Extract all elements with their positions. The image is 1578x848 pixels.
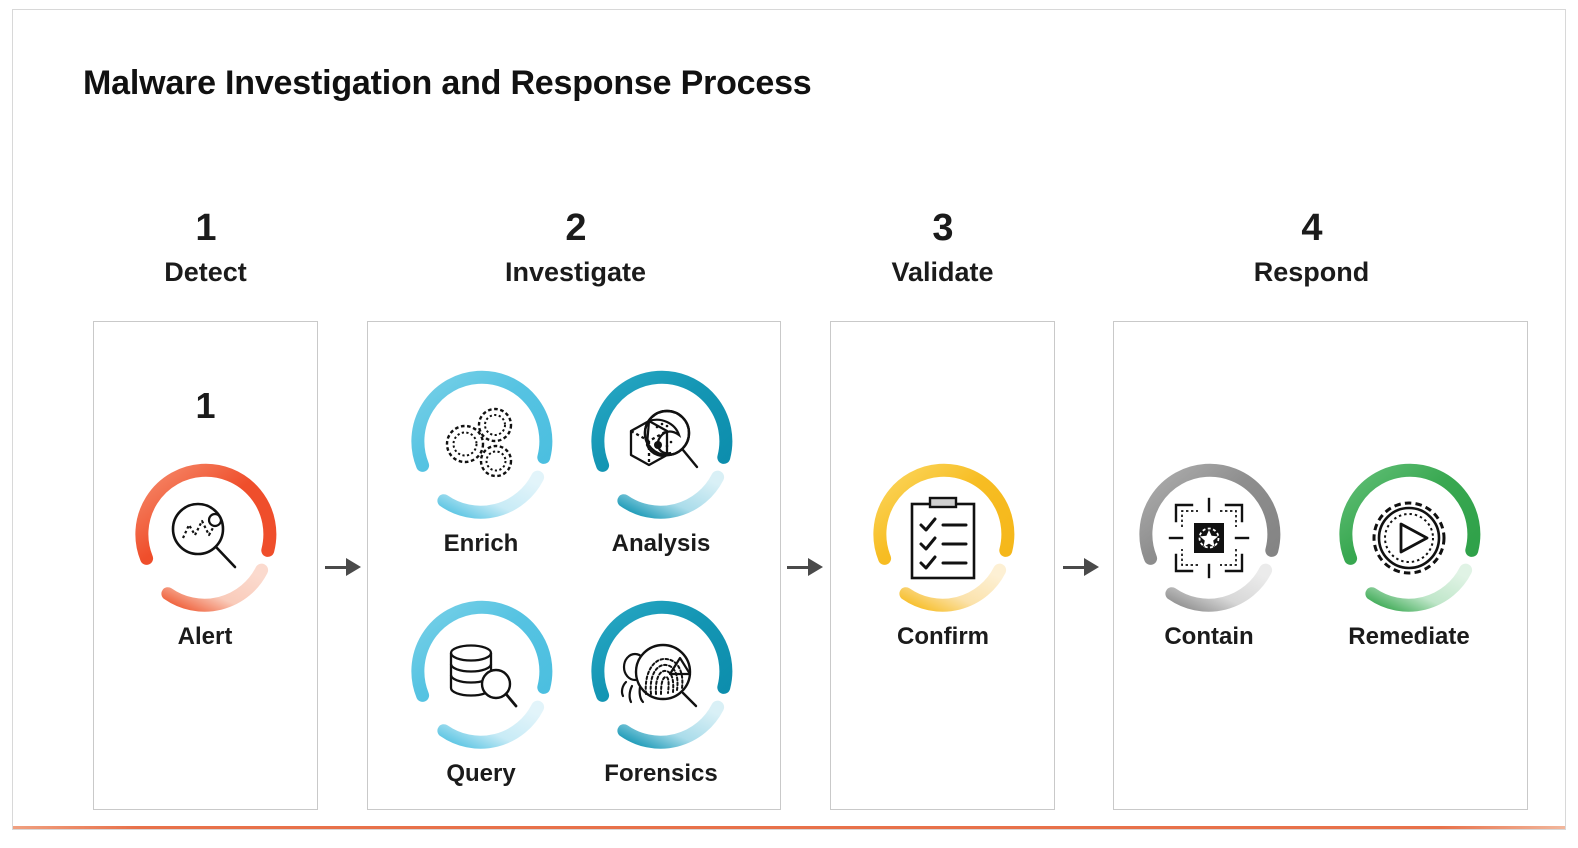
node-remediate[interactable]: Remediate [1329,458,1489,652]
node-label: Confirm [897,623,989,650]
fingerprint-magnifier-icon [581,595,741,755]
bottom-accent-rule [13,826,1565,829]
node-alert[interactable]: Alert [125,458,285,652]
step-name: Investigate [504,257,647,287]
clipboard-checklist-icon [863,458,1023,618]
step-number: 3 [932,207,953,249]
step-number: 2 [565,207,586,249]
remediate-ring [1329,458,1489,618]
arrow-head [346,558,361,576]
database-magnifier-icon [401,595,561,755]
step-number: 1 [195,207,216,249]
step-header-investigate: 2 Investigate [463,205,688,291]
step-number: 4 [1301,207,1322,249]
step-header-detect: 1 Detect [93,205,318,291]
alert-ring [125,458,285,618]
arrow-shaft [325,565,346,569]
arrow-shaft [787,565,808,569]
page-title: Malware Investigation and Response Proce… [83,64,812,102]
node-label: Analysis [611,530,711,557]
node-query[interactable]: Query [401,595,561,789]
forensics-ring [581,595,741,755]
arrow-head [808,558,823,576]
step-name: Respond [1253,257,1370,287]
node-confirm[interactable]: Confirm [863,458,1023,652]
node-label: Alert [177,623,233,650]
node-label: Remediate [1348,623,1470,650]
arrow-head [1084,558,1099,576]
arrow-detect-to-investigate [325,555,361,579]
arrow-validate-to-respond [1063,555,1099,579]
step-name: Validate [891,257,994,287]
node-analysis[interactable]: Analysis [581,365,741,559]
step-name: Detect [164,257,247,287]
step-header-validate: 3 Validate [830,205,1055,291]
node-contain[interactable]: Contain [1129,458,1289,652]
node-label: Forensics [604,760,718,787]
analysis-ring [581,365,741,525]
enrich-ring [401,365,561,525]
cube-magnifier-icon [581,365,741,525]
arrow-investigate-to-validate [787,555,823,579]
contain-ring [1129,458,1289,618]
node-label: Enrich [443,530,519,557]
gears-icon [401,365,561,525]
node-label: Query [446,760,516,787]
step-header-respond: 4 Respond [1199,205,1424,291]
node-enrich[interactable]: Enrich [401,365,561,559]
detect-inner-number: 1 [195,385,216,426]
diagram-frame: Malware Investigation and Response Proce… [12,9,1566,830]
query-ring [401,595,561,755]
panel-detect [93,321,318,810]
crosshair-virus-icon [1129,458,1289,618]
node-forensics[interactable]: Forensics [581,595,741,789]
gear-play-icon [1329,458,1489,618]
arrow-shaft [1063,565,1084,569]
node-label: Contain [1164,623,1254,650]
magnifier-waveform-icon [125,458,285,618]
confirm-ring [863,458,1023,618]
